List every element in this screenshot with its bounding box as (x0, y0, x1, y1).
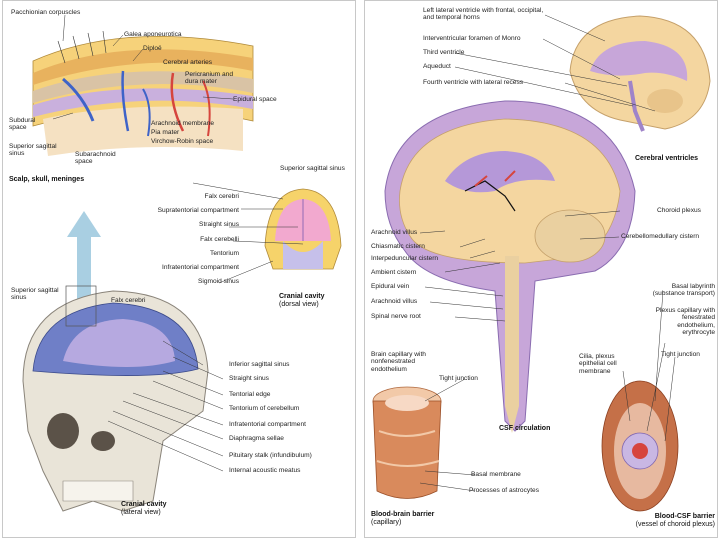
label-superior-sinus-scalp: Superior sagittal sinus (9, 143, 61, 158)
label-superior-sinus-coronal: Superior sagittal sinus (280, 165, 345, 172)
caption-bcsf-sub: (vessel of choroid plexus) (619, 521, 715, 529)
label-fourth-ventricle: Fourth ventricle with lateral recess (423, 79, 523, 86)
label-choroid: Choroid plexus (657, 207, 701, 214)
caption-coronal: Cranial cavity (dorsal view) (279, 293, 325, 309)
label-superior-sinus-skull: Superior sagittal sinus (11, 287, 71, 302)
skull-lateral-illustration (23, 286, 208, 511)
ventricles-illustration (570, 16, 710, 131)
label-epidural-vein: Epidural vein (371, 283, 409, 290)
label-chiasmatic: Chiasmatic cistern (371, 243, 425, 250)
caption-coronal-title: Cranial cavity (279, 293, 325, 300)
caption-csf: CSF circulation (499, 425, 550, 433)
label-tentorium-cerebellum: Tentorium of cerebellum (229, 405, 299, 412)
label-third-ventricle: Third ventricle (423, 49, 464, 56)
label-diaphragma: Diaphragma sellae (229, 435, 284, 442)
label-pia: Pia mater (151, 129, 179, 136)
coronal-cranial-illustration (265, 189, 341, 269)
label-monro: Interventricular foramen of Monro (423, 35, 520, 42)
caption-skull-title: Cranial cavity (121, 501, 167, 508)
label-choroid-epithelial: Cilia, plexus epithelial cell membrane (579, 353, 629, 375)
label-straight-sinus-skull: Straight sinus (229, 375, 269, 382)
label-arachnoid-villus-2: Arachnoid villus (371, 298, 417, 305)
label-pericranium: Pericranium and dura mater (185, 71, 247, 86)
label-subarachnoid: Subarachnoid space (75, 151, 125, 166)
label-lateral-ventricle: Left lateral ventricle with frontal, occ… (423, 7, 545, 22)
label-infratentorial-skull: Infratentorial compartment (229, 421, 306, 428)
caption-skull-sub: (lateral view) (121, 509, 167, 517)
caption-bbb-title: Blood-brain barrier (371, 511, 434, 518)
right-page: Left lateral ventricle with frontal, occ… (364, 0, 718, 538)
label-diploe: Diploë (143, 45, 162, 52)
label-inferior-sinus: Inferior sagittal sinus (229, 361, 289, 368)
label-arachnoid-villus: Arachnoid villus (371, 229, 417, 236)
caption-ventricles: Cerebral ventricles (635, 155, 698, 163)
label-falx-cerebri-skull: Falx cerebri (111, 297, 145, 304)
label-arachnoid: Arachnoid membrane (151, 120, 214, 127)
bcsf-illustration (602, 381, 678, 511)
label-astrocytes: Processes of astrocytes (469, 487, 539, 494)
label-sigmoid: Sigmoid sinus (103, 278, 239, 285)
csf-brain-illustration (385, 101, 635, 433)
label-galea: Galea aponeurotica (124, 31, 182, 38)
label-tentorium: Tentorium (103, 250, 239, 257)
label-basal-membrane: Basal membrane (471, 471, 521, 478)
caption-scalp: Scalp, skull, meninges (9, 176, 84, 184)
label-tight-junction-bbb: Tight junction (439, 375, 478, 382)
label-tight-junction-bcsf: Tight junction (661, 351, 700, 358)
label-virchow: Virchow-Robin space (151, 138, 213, 145)
label-infratentorial-coronal: Infratentorial compartment (103, 264, 239, 271)
label-plexus-capillary: Plexus capillary with fenestrated endoth… (649, 307, 715, 337)
bbb-illustration (373, 387, 441, 499)
label-basal-labyrinth: Basal labyrinth (substance transport) (649, 283, 715, 298)
caption-bbb-sub: (capillary) (371, 519, 434, 527)
label-falx-cerebelli: Falx cerebelli (103, 236, 239, 243)
caption-bcsf: Blood-CSF barrier (vessel of choroid ple… (619, 513, 715, 529)
caption-skull: Cranial cavity (lateral view) (121, 501, 167, 517)
label-subdural: Subdural space (9, 117, 49, 132)
label-pacchionian: Pacchionian corpuscles (11, 9, 80, 16)
caption-coronal-sub: (dorsal view) (279, 301, 325, 309)
label-falx-cerebri-coronal: Falx cerebri (103, 193, 239, 200)
label-supratentorial: Supratentorial compartment (103, 207, 239, 214)
caption-bbb: Blood-brain barrier (capillary) (371, 511, 434, 527)
label-spinal-root: Spinal nerve root (371, 313, 421, 320)
label-straight-sinus-coronal: Straight sinus (103, 221, 239, 228)
label-tentorial-edge: Tentorial edge (229, 391, 270, 398)
label-aqueduct: Aqueduct (423, 63, 451, 70)
label-cerebellomedullary: Cerebellomedullary cistern (621, 233, 699, 240)
left-page: Pacchionian corpuscles Galea aponeurotic… (2, 0, 356, 538)
label-epidural: Epidural space (233, 96, 277, 103)
label-pituitary: Pituitary stalk (infundibulum) (229, 452, 312, 459)
label-acoustic: Internal acoustic meatus (229, 467, 300, 474)
label-interpeduncular: Interpeduncular cistern (371, 255, 438, 262)
right-illustrations (365, 1, 718, 538)
caption-bcsf-title: Blood-CSF barrier (655, 513, 715, 520)
label-ambient: Ambient cistern (371, 269, 416, 276)
label-brain-capillary: Brain capillary with nonfenestrated endo… (371, 351, 447, 373)
label-cerebral-arteries: Cerebral arteries (163, 59, 212, 66)
